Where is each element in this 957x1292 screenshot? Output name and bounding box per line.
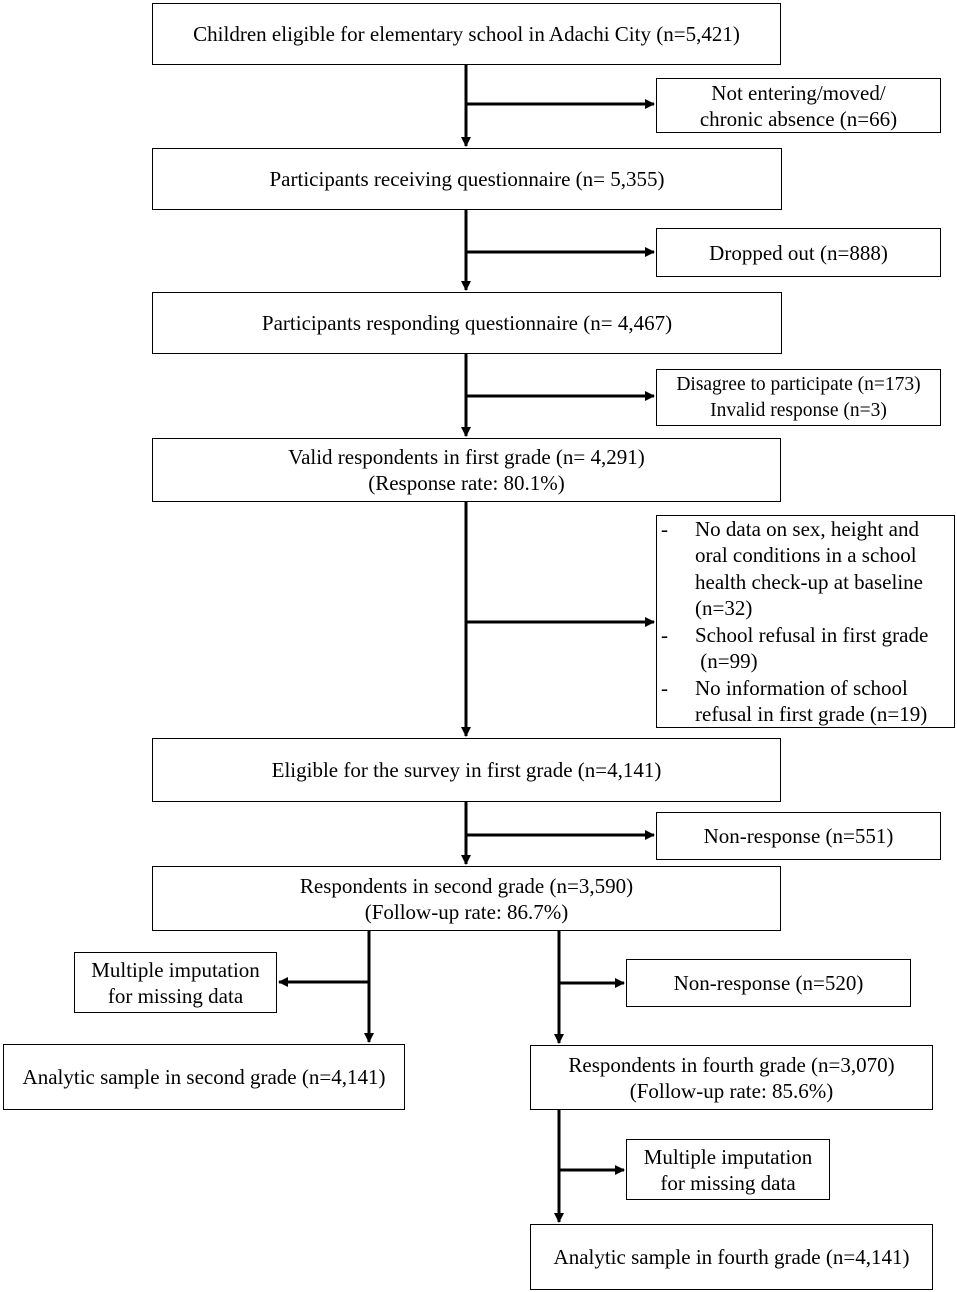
box-nonresponse-first: Non-response (n=551): [656, 812, 941, 860]
box-nonresponse-second: Non-response (n=520): [626, 959, 911, 1007]
box-responding-questionnaire: Participants responding questionnaire (n…: [152, 292, 782, 354]
bullet-dash: -: [661, 622, 668, 647]
box-eligible-children: Children eligible for elementary school …: [152, 3, 781, 65]
box-analytic-fourth: Analytic sample in fourth grade (n=4,141…: [530, 1224, 933, 1290]
box-not-entering: Not entering/moved/ chronic absence (n=6…: [656, 78, 941, 133]
box-valid-first-grade: Valid respondents in first grade (n= 4,2…: [152, 438, 781, 502]
box-imputation-fourth: Multiple imputation for missing data: [626, 1139, 830, 1200]
box-exclusions: - No data on sex, height and oral condit…: [656, 515, 955, 728]
box-fourth-grade: Respondents in fourth grade (n=3,070) (F…: [530, 1045, 933, 1110]
box-eligible-survey: Eligible for the survey in first grade (…: [152, 738, 781, 802]
box-second-grade: Respondents in second grade (n=3,590) (F…: [152, 866, 781, 931]
bullet-dash: -: [661, 675, 668, 700]
box-receiving-questionnaire: Participants receiving questionnaire (n=…: [152, 148, 782, 210]
exclusion-item-school-refusal: - School refusal in first grade (n=99): [661, 622, 929, 674]
box-analytic-second: Analytic sample in second grade (n=4,141…: [3, 1044, 405, 1110]
exclusion-item-no-information: - No information of school refusal in fi…: [661, 675, 928, 727]
box-dropped-out: Dropped out (n=888): [656, 228, 941, 277]
exclusion-item-no-data: - No data on sex, height and oral condit…: [661, 516, 923, 621]
box-disagree-invalid: Disagree to participate (n=173) Invalid …: [656, 369, 941, 426]
box-imputation-second: Multiple imputation for missing data: [74, 952, 277, 1013]
bullet-dash: -: [661, 516, 668, 541]
